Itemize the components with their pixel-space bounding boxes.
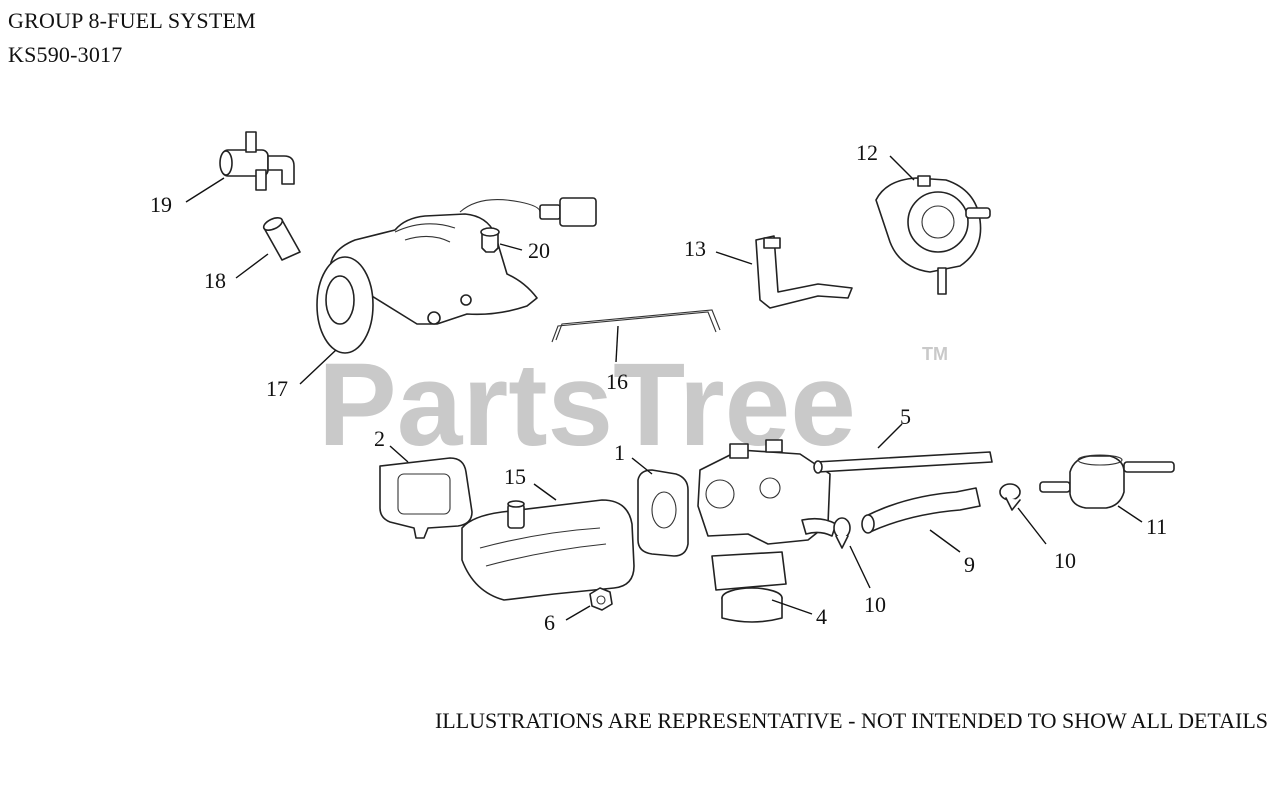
- part-12-fuel-pump[interactable]: [875, 175, 991, 295]
- part-11-fuel-filter[interactable]: [1039, 454, 1175, 509]
- callout-1[interactable]: 1: [614, 440, 625, 465]
- leader-20: [499, 243, 523, 251]
- leader-2: [389, 445, 409, 463]
- part-13-bracket[interactable]: [755, 235, 853, 309]
- callout-15[interactable]: 15: [504, 464, 526, 489]
- leader-6: [565, 605, 591, 621]
- leader-15: [533, 483, 557, 501]
- leader-4: [771, 599, 813, 615]
- part-16-rod[interactable]: [551, 309, 721, 343]
- callout-20[interactable]: 20: [528, 238, 550, 263]
- leader-17: [299, 349, 337, 385]
- callout-17[interactable]: 17: [266, 376, 288, 401]
- part-18-sleeve[interactable]: [262, 215, 301, 261]
- leader-10b: [1017, 507, 1047, 545]
- callout-6[interactable]: 6: [544, 610, 555, 635]
- leader-19: [185, 177, 225, 203]
- callout-16[interactable]: 16: [606, 369, 628, 394]
- watermark-tm: TM: [922, 344, 948, 364]
- part-10-clamp-right[interactable]: [999, 483, 1021, 511]
- part-1-gasket[interactable]: [637, 469, 689, 557]
- callout-2[interactable]: 2: [374, 426, 385, 451]
- callout-12[interactable]: 12: [856, 140, 878, 165]
- part-20-screw[interactable]: [480, 227, 500, 253]
- leader-11: [1117, 505, 1143, 523]
- part-17-assembly[interactable]: [316, 197, 597, 354]
- part-5-shaft[interactable]: [813, 451, 993, 474]
- callout-18[interactable]: 18: [204, 268, 226, 293]
- callout-13[interactable]: 13: [684, 236, 706, 261]
- part-19-valve[interactable]: [219, 131, 295, 191]
- diagram-title: GROUP 8-FUEL SYSTEM: [8, 8, 256, 33]
- leader-9: [929, 529, 961, 553]
- callout-4[interactable]: 4: [816, 604, 827, 629]
- leader-10a: [849, 545, 871, 589]
- callout-5[interactable]: 5: [900, 404, 911, 429]
- part-4-carburetor[interactable]: [697, 439, 837, 623]
- disclaimer-text: ILLUSTRATIONS ARE REPRESENTATIVE - NOT I…: [434, 708, 1268, 733]
- leader-1: [631, 457, 653, 475]
- leader-5: [877, 423, 903, 449]
- callout-11[interactable]: 11: [1146, 514, 1167, 539]
- part-6-nut[interactable]: [589, 587, 613, 611]
- leader-16: [615, 325, 619, 363]
- leader-13: [715, 251, 753, 265]
- leader-12: [889, 155, 915, 181]
- callout-10b[interactable]: 10: [1054, 548, 1076, 573]
- part-9-hose[interactable]: [861, 487, 981, 534]
- leader-18: [235, 253, 269, 279]
- part-15-manifold[interactable]: [461, 499, 635, 601]
- part-10-clamp-left[interactable]: [833, 517, 851, 549]
- model-number: KS590-3017: [8, 42, 123, 67]
- callout-19[interactable]: 19: [150, 192, 172, 217]
- callout-9[interactable]: 9: [964, 552, 975, 577]
- part-2-gasket[interactable]: [379, 457, 473, 539]
- callout-10a[interactable]: 10: [864, 592, 886, 617]
